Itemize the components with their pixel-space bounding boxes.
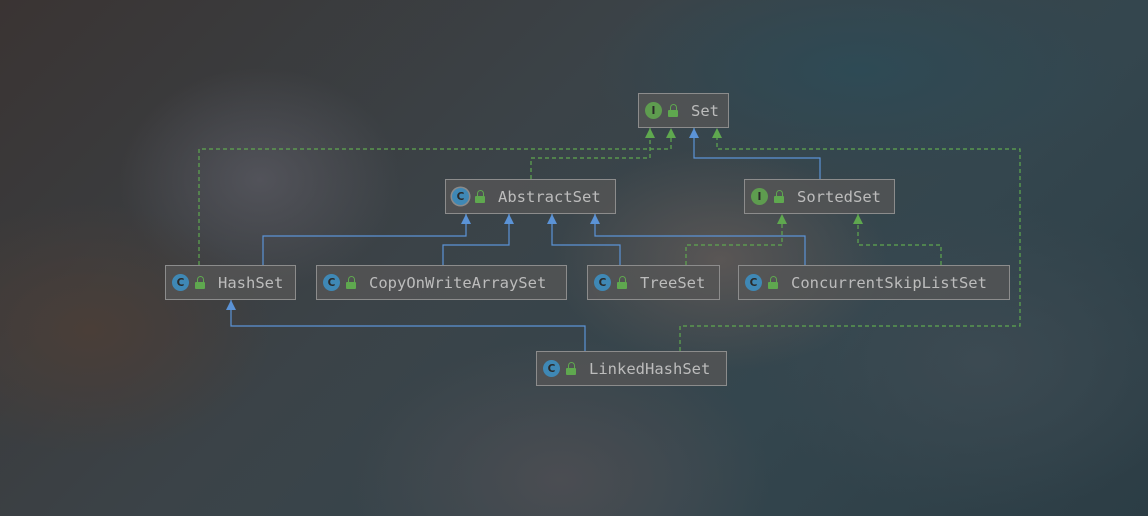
edge-hashset-to-set (198, 128, 672, 265)
node-label: TreeSet (640, 273, 706, 292)
arrowhead-concurrentskiplistset-to-sortedset (853, 214, 863, 224)
public-lock-icon (474, 189, 486, 204)
node-label: Set (691, 101, 719, 120)
edge-linkedhashset-to-hashset (230, 300, 586, 351)
node-linkedhashset[interactable]: C LinkedHashSet (536, 351, 727, 386)
arrowhead-sortedset-to-set (689, 128, 699, 138)
arrowhead-linkedhashset-to-hashset (226, 300, 236, 310)
class-icon: C (172, 274, 189, 291)
node-label: ConcurrentSkipListSet (791, 273, 987, 292)
edge-hashset-to-abstractset (262, 214, 467, 265)
public-lock-icon (194, 275, 206, 290)
node-treeset[interactable]: C TreeSet (587, 265, 720, 300)
public-lock-icon (667, 103, 679, 118)
arrowhead-hashset-to-abstractset (461, 214, 471, 224)
arrowhead-hashset-to-set (666, 128, 676, 138)
interface-icon: I (645, 102, 662, 119)
edge-copyonwritearrayset-to-abstractset (442, 214, 510, 265)
class-icon: C (323, 274, 340, 291)
public-lock-icon (565, 361, 577, 376)
edge-concurrentskiplistset-to-abstractset (594, 214, 806, 265)
arrowhead-treeset-to-sortedset (777, 214, 787, 224)
arrowhead-linkedhashset-to-set (712, 128, 722, 138)
arrowhead-concurrentskiplistset-to-abstractset (590, 214, 600, 224)
public-lock-icon (767, 275, 779, 290)
node-label: LinkedHashSet (589, 359, 711, 378)
edge-treeset-to-abstractset (551, 214, 621, 265)
node-label: HashSet (218, 273, 284, 292)
node-copyonwritearrayset[interactable]: C CopyOnWriteArraySet (316, 265, 567, 300)
edge-treeset-to-sortedset (685, 214, 783, 265)
public-lock-icon (616, 275, 628, 290)
node-label: CopyOnWriteArraySet (369, 273, 547, 292)
edge-linkedhashset-to-set (679, 128, 1021, 351)
arrowhead-abstractset-to-set (645, 128, 655, 138)
abstract-class-icon: C (452, 188, 469, 205)
edge-abstractset-to-set (530, 128, 651, 179)
edge-sortedset-to-set (693, 128, 821, 179)
public-lock-icon (345, 275, 357, 290)
arrowhead-treeset-to-abstractset (547, 214, 557, 224)
node-set[interactable]: I Set (638, 93, 729, 128)
class-icon: C (543, 360, 560, 377)
interface-icon: I (751, 188, 768, 205)
node-hashset[interactable]: C HashSet (165, 265, 296, 300)
node-label: SortedSet (797, 187, 881, 206)
public-lock-icon (773, 189, 785, 204)
node-concurrentskiplistset[interactable]: C ConcurrentSkipListSet (738, 265, 1010, 300)
class-icon: C (745, 274, 762, 291)
node-abstractset[interactable]: C AbstractSet (445, 179, 616, 214)
node-label: AbstractSet (498, 187, 601, 206)
class-icon: C (594, 274, 611, 291)
arrowhead-copyonwritearrayset-to-abstractset (504, 214, 514, 224)
edge-concurrentskiplistset-to-sortedset (857, 214, 942, 265)
node-sortedset[interactable]: I SortedSet (744, 179, 895, 214)
